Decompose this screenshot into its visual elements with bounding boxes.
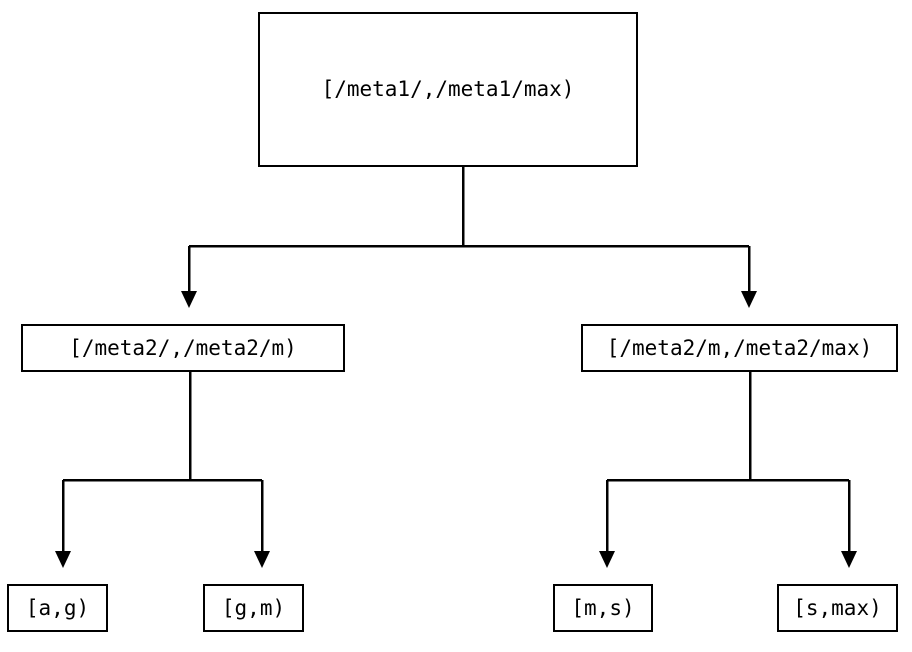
arrowhead-to-mid-right bbox=[741, 291, 757, 308]
node-root-label: [/meta1/,/meta1/max) bbox=[321, 77, 575, 101]
node-mid-left[interactable]: [/meta2/,/meta2/m) bbox=[21, 324, 345, 372]
node-root[interactable]: [/meta1/,/meta1/max) bbox=[258, 12, 638, 167]
arrowhead-to-leaf-2 bbox=[254, 551, 270, 568]
node-leaf-1-label: [a,g) bbox=[25, 595, 90, 620]
node-leaf-2[interactable]: [g,m) bbox=[203, 584, 304, 632]
node-leaf-4-label: [s,max) bbox=[793, 595, 882, 620]
node-leaf-3[interactable]: [m,s) bbox=[553, 584, 653, 632]
node-leaf-4[interactable]: [s,max) bbox=[777, 584, 898, 632]
arrowhead-to-leaf-1 bbox=[55, 551, 71, 568]
node-leaf-2-label: [g,m) bbox=[221, 595, 286, 620]
node-mid-left-label: [/meta2/,/meta2/m) bbox=[69, 335, 297, 360]
arrowhead-to-mid-left bbox=[181, 291, 197, 308]
node-mid-right-label: [/meta2/m,/meta2/max) bbox=[606, 335, 873, 360]
node-mid-right[interactable]: [/meta2/m,/meta2/max) bbox=[581, 324, 898, 372]
node-leaf-3-label: [m,s) bbox=[571, 595, 635, 620]
arrowhead-to-leaf-3 bbox=[599, 551, 615, 568]
node-leaf-1[interactable]: [a,g) bbox=[7, 584, 108, 632]
arrowhead-to-leaf-4 bbox=[841, 551, 857, 568]
